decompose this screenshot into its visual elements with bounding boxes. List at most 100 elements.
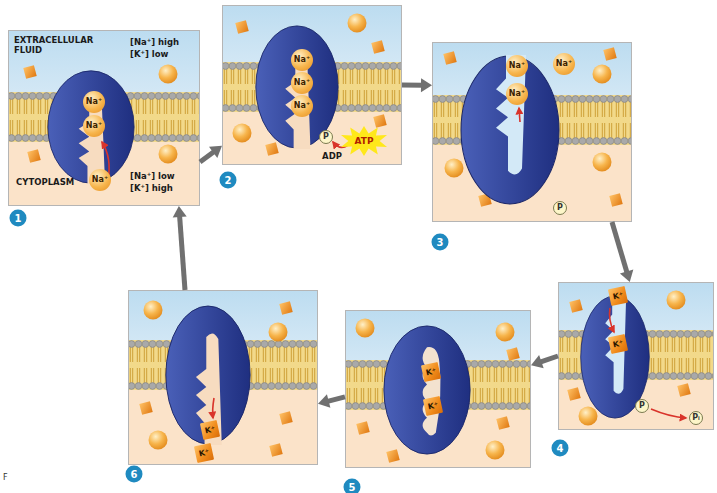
panel-border [346, 311, 531, 468]
sodium-ion [593, 153, 612, 172]
sodium-ion: Na⁺ [506, 83, 528, 105]
sodium-ion [149, 431, 168, 450]
sodium-ion [445, 159, 464, 178]
phosphate-group: P [635, 399, 649, 413]
potassium-ion [609, 193, 622, 206]
potassium-ion [443, 51, 456, 64]
phosphate-group: P [319, 130, 333, 144]
arrow-shaft [180, 215, 185, 290]
cycle-step-panel: 5K⁺K⁺ [345, 310, 531, 468]
panel-border [433, 43, 632, 222]
panel-border [9, 31, 200, 206]
figure-label: F [3, 474, 8, 482]
panel-border [223, 6, 402, 165]
panel-illustration [432, 42, 632, 222]
potassium-ion [23, 65, 36, 78]
sodium-ion: Na⁺ [291, 95, 313, 117]
molecule-label: ADP [322, 152, 342, 161]
sodium-potassium-pump [384, 326, 470, 454]
potassium-ion [279, 411, 292, 424]
sodium-ion: Na⁺ [89, 169, 111, 191]
potassium-ion [506, 347, 519, 360]
callout-number: 3 [432, 234, 449, 251]
cycle-arrow [173, 206, 187, 290]
potassium-ion [269, 443, 282, 456]
potassium-ion [356, 421, 369, 434]
movement-arrow [519, 108, 520, 122]
potassium-ion: K⁺ [423, 396, 443, 416]
sodium-ion [593, 65, 612, 84]
cycle-step-panel: 6K⁺K⁺ [128, 290, 318, 465]
potassium-ion [279, 301, 292, 314]
cycle-arrow [612, 222, 633, 282]
panel-illustration [128, 290, 318, 465]
potassium-ion: K⁺ [194, 443, 214, 463]
panel-border [129, 291, 318, 465]
potassium-ion [265, 142, 278, 155]
sodium-ion: Na⁺ [291, 72, 313, 94]
sodium-ion: Na⁺ [83, 91, 105, 113]
concentration-label: [Na⁺] high [130, 38, 179, 47]
sodium-ion [356, 319, 375, 338]
cycle-step-panel: 4K⁺K⁺PPᵢ [558, 282, 714, 430]
arrow-head [318, 394, 330, 408]
arrow-head [620, 269, 633, 282]
potassium-ion: K⁺ [608, 334, 628, 354]
arrow-head [209, 146, 222, 158]
potassium-ion: K⁺ [421, 362, 441, 382]
movement-arrow [213, 398, 214, 418]
sodium-ion [233, 124, 252, 143]
sodium-ion [579, 407, 598, 426]
sodium-ion [269, 323, 288, 342]
concentration-label: [K⁺] low [130, 50, 168, 59]
potassium-ion [371, 40, 384, 53]
sodium-ion [144, 301, 163, 320]
phosphate-group: Pᵢ [689, 411, 703, 425]
arrow-shaft [612, 222, 627, 274]
cycle-arrow [318, 394, 345, 408]
arrow-head [531, 355, 544, 368]
callout-number: 1 [10, 210, 27, 227]
potassium-ion [27, 149, 40, 162]
cycle-arrow [531, 355, 558, 368]
concentration-label: [K⁺] high [130, 184, 173, 193]
cycle-step-panel: 2Na⁺Na⁺Na⁺PATPADP [222, 5, 402, 165]
panel-border [559, 283, 714, 430]
callout-number: 2 [220, 172, 237, 189]
sodium-potassium-pump [461, 55, 559, 204]
sodium-ion [348, 14, 367, 33]
sodium-potassium-pump [581, 295, 650, 418]
region-label: EXTRACELLULAR FLUID [14, 36, 100, 56]
arrow-head [173, 206, 187, 217]
sodium-ion: Na⁺ [83, 115, 105, 137]
sodium-ion [667, 291, 686, 310]
concentration-label: CYTOPLASM [16, 178, 74, 187]
sodium-ion [159, 145, 178, 164]
arrow-head [421, 78, 432, 92]
potassium-ion [677, 383, 690, 396]
potassium-ion: K⁺ [608, 286, 628, 306]
panel-illustration [345, 310, 531, 468]
phosphate-release-arrow [651, 409, 686, 418]
sodium-ion [496, 323, 515, 342]
cycle-step-panel: 1EXTRACELLULAR FLUID[Na⁺] high[K⁺] lowNa… [8, 30, 200, 206]
sodium-potassium-pump [166, 306, 250, 445]
callout-number: 5 [344, 479, 361, 493]
arrow-shaft [539, 356, 558, 362]
arrow-shaft [200, 151, 215, 162]
potassium-ion [569, 299, 582, 312]
concentration-label: [Na⁺] low [130, 172, 175, 181]
movement-arrow [610, 308, 615, 332]
cycle-step-panel: 3Na⁺Na⁺Na⁺P [432, 42, 632, 222]
phosphate-group: P [553, 201, 567, 215]
cycle-arrow [200, 146, 222, 162]
arrow-shaft [327, 397, 345, 402]
potassium-ion [235, 20, 248, 33]
sodium-ion: Na⁺ [553, 53, 575, 75]
sodium-ion: Na⁺ [506, 55, 528, 77]
sodium-ion: Na⁺ [291, 49, 313, 71]
potassium-ion [386, 449, 399, 462]
cycle-arrow [402, 78, 432, 92]
potassium-ion [373, 114, 386, 127]
